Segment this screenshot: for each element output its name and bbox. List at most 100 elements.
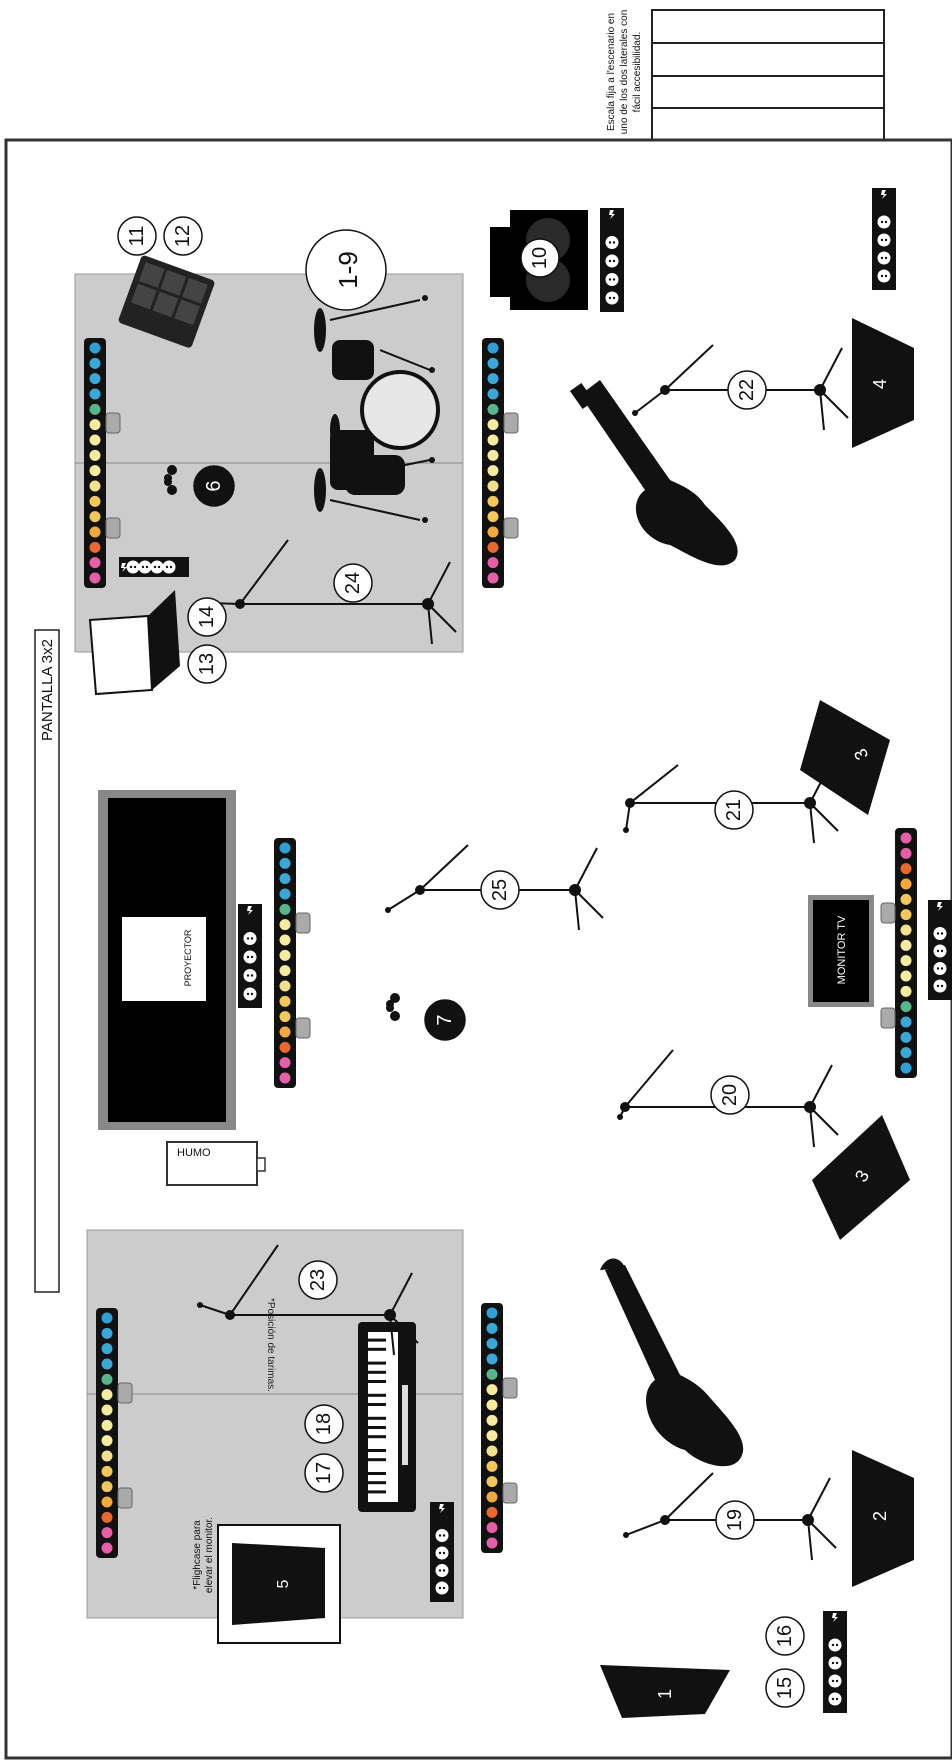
led-dot bbox=[89, 388, 101, 400]
channel-number: 15 bbox=[774, 1677, 796, 1699]
led-dot bbox=[487, 465, 499, 477]
channel-marker-bass-amp: 10 bbox=[520, 238, 560, 278]
bolt-icon bbox=[832, 1613, 838, 1622]
black-key bbox=[368, 1416, 386, 1420]
led-dot bbox=[101, 1312, 113, 1324]
led-dot bbox=[900, 1062, 912, 1074]
channel-drums: 1-9 bbox=[305, 229, 387, 311]
outlet-icon bbox=[933, 944, 947, 958]
led-clamp bbox=[295, 912, 311, 934]
outlet-icon bbox=[243, 932, 257, 945]
channel-number: 11 bbox=[126, 226, 148, 247]
led-dot bbox=[101, 1358, 113, 1370]
flightcase-note-line-1: *Flighcase para bbox=[192, 1520, 203, 1590]
smoke-machine: HUMO bbox=[166, 1141, 266, 1186]
led-dot bbox=[101, 1511, 113, 1523]
led-bar bbox=[96, 1308, 133, 1558]
led-dot bbox=[279, 980, 291, 992]
led-dot bbox=[486, 1322, 498, 1334]
floor-monitor-3b: 3 bbox=[800, 700, 890, 815]
mic-stand-icon bbox=[385, 844, 604, 931]
outlet-icon bbox=[605, 236, 619, 249]
led-dot bbox=[486, 1491, 498, 1503]
channel-marker-di-b: 16 bbox=[765, 1616, 805, 1656]
led-dot bbox=[487, 357, 499, 369]
led-dot bbox=[279, 888, 291, 900]
projection-screen: PANTALLA 3x2 bbox=[34, 629, 60, 1293]
led-dot bbox=[487, 557, 499, 569]
led-clamp bbox=[502, 1377, 518, 1399]
mic-stand-icon bbox=[197, 1244, 419, 1356]
channel-number: 19 bbox=[724, 1509, 746, 1531]
led-dot bbox=[279, 903, 291, 915]
black-key bbox=[368, 1393, 386, 1397]
iem-icon bbox=[164, 465, 177, 495]
channel-number: 14 bbox=[196, 606, 218, 628]
led-dot bbox=[487, 388, 499, 400]
tv-monitor: MONITOR TV bbox=[808, 895, 874, 1007]
led-dot bbox=[487, 342, 499, 354]
bolt-icon bbox=[881, 190, 887, 199]
led-dot bbox=[486, 1338, 498, 1350]
led-dot bbox=[89, 480, 101, 492]
outlet-icon bbox=[605, 273, 619, 286]
led-dot bbox=[487, 526, 499, 538]
led-dot bbox=[486, 1414, 498, 1426]
channel-number: 13 bbox=[196, 653, 218, 675]
drum-pad bbox=[118, 255, 215, 348]
monitor-5-label: 5 bbox=[275, 1579, 292, 1588]
led-clamp bbox=[503, 412, 519, 434]
led-dot bbox=[900, 970, 912, 982]
channel-marker-laptop-a: 13 bbox=[187, 644, 227, 684]
led-dot bbox=[486, 1430, 498, 1442]
led-dot bbox=[279, 842, 291, 854]
floor-monitor-2: 2 bbox=[852, 1450, 914, 1587]
channel-number: 24 bbox=[342, 572, 364, 594]
bolt-icon bbox=[937, 902, 943, 911]
electric-guitar-icon bbox=[600, 1258, 744, 1467]
power-strip bbox=[928, 900, 952, 1000]
outlet-icon bbox=[162, 560, 176, 574]
outlet-icon bbox=[877, 233, 891, 247]
channel-marker-mic-22: 22 bbox=[727, 370, 767, 410]
black-key bbox=[368, 1449, 386, 1452]
outlet-icon bbox=[138, 560, 152, 574]
channel-number: 16 bbox=[774, 1625, 796, 1647]
led-dot bbox=[487, 511, 499, 523]
black-key bbox=[368, 1472, 386, 1475]
black-key bbox=[368, 1458, 386, 1462]
led-dot bbox=[486, 1353, 498, 1365]
projector-wall: PROYECTOR bbox=[98, 790, 236, 1130]
outlet-icon bbox=[243, 969, 257, 982]
led-clamp bbox=[105, 412, 121, 434]
channel-marker-mic-25: 25 bbox=[480, 870, 520, 910]
led-dot bbox=[487, 449, 499, 461]
led-dot bbox=[89, 434, 101, 446]
led-dot bbox=[486, 1476, 498, 1488]
power-strips bbox=[119, 188, 952, 1713]
floor-monitor-4: 4 bbox=[852, 318, 914, 448]
stage-outline bbox=[4, 138, 952, 1760]
led-dot bbox=[486, 1307, 498, 1319]
led-dot bbox=[487, 495, 499, 507]
led-dot bbox=[900, 909, 912, 921]
power-strip bbox=[238, 904, 262, 1008]
led-bars bbox=[84, 338, 917, 1558]
led-dot bbox=[487, 572, 499, 584]
iem-icon bbox=[386, 993, 400, 1021]
led-dot bbox=[279, 857, 291, 869]
black-key bbox=[368, 1347, 386, 1351]
outlet-icon bbox=[435, 1529, 449, 1542]
led-dot bbox=[900, 985, 912, 997]
outlet-icon bbox=[605, 291, 619, 305]
channel-marker-mic-23: 23 bbox=[298, 1260, 338, 1300]
black-key bbox=[368, 1361, 386, 1365]
led-dot bbox=[89, 526, 101, 538]
led-dot bbox=[101, 1465, 113, 1477]
led-dot bbox=[89, 419, 101, 431]
led-dot bbox=[279, 934, 291, 946]
black-key bbox=[368, 1338, 386, 1342]
outlet-icon bbox=[933, 979, 947, 993]
led-dot bbox=[900, 878, 912, 890]
channel-marker-keys-a: 17 bbox=[304, 1453, 344, 1493]
